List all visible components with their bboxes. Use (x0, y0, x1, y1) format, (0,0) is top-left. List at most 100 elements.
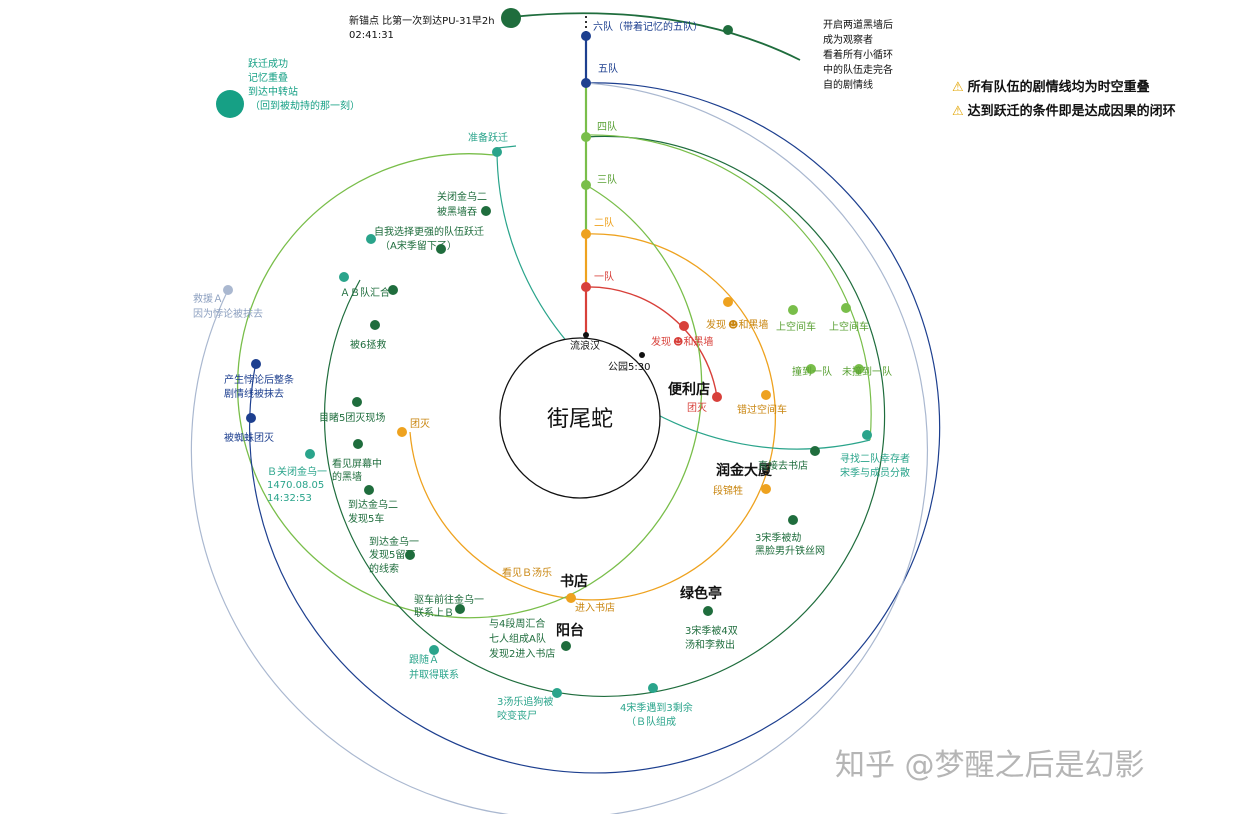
ring-6-arc (510, 12, 801, 61)
event-node (723, 297, 733, 307)
observer-label: 开启两道黑墙后成为观察者看着所有小循环中的队伍走完各自的剧情线 (823, 18, 893, 91)
event-node (364, 485, 374, 495)
event-label: 到达金乌二发现5车 (348, 498, 398, 525)
time-node (639, 352, 645, 358)
place-bookstore: 书店 (560, 573, 588, 590)
event-label: 关闭金乌二被黑墙吞 (437, 190, 487, 218)
team-label-4: 四队 (597, 120, 617, 133)
event-label: 寻找二队幸存者宋季与成员分散 (840, 452, 910, 479)
event-label: 直接去书店 (758, 459, 808, 472)
event-node (788, 305, 798, 315)
place-convenience: 便利店 (668, 381, 710, 398)
event-node (405, 550, 415, 560)
event-label: 3宋季被劫黑脸男升铁丝网 (755, 531, 825, 557)
event-node (366, 234, 376, 244)
new-anchor-node (501, 8, 521, 28)
event-node (806, 364, 816, 374)
note-text: 所有队伍的剧情线均为时空重叠 (967, 80, 1150, 95)
event-label: 跟随Ａ并取得联系 (409, 653, 459, 681)
note-2: ⚠达到跃迁的条件即是达成因果的闭环 (952, 100, 1176, 119)
event-node (251, 359, 261, 369)
event-node (436, 244, 446, 254)
place-runjin: 润金大厦 (716, 462, 773, 479)
event-node (561, 641, 571, 651)
event-node (370, 320, 380, 330)
event-label: 驱车前往金乌一联系上Ｂ (414, 593, 484, 619)
event-label: 未撞到一队 (842, 365, 892, 378)
ring-5-arc (249, 82, 941, 774)
event-label: 3汤乐追狗被咬变丧尸 (497, 695, 553, 722)
event-label: 团灭 (410, 418, 430, 430)
event-node (841, 303, 851, 313)
person-icon: ☻ (728, 319, 738, 331)
ring-2-arc (409, 233, 777, 601)
ring-4-arc (585, 134, 872, 441)
event-label: 产生悖论后整条剧情线被抹去 (224, 373, 294, 400)
warning-icon: ⚠ (952, 104, 964, 119)
person-icon: ☻ (673, 336, 683, 348)
ring-3-arc (237, 153, 703, 619)
event-node (810, 446, 820, 456)
team-node-4 (581, 132, 591, 142)
event-node (481, 206, 491, 216)
event-node (761, 484, 771, 494)
event-label: 救援Ａ因为悖论被抹去 (193, 292, 263, 320)
team-node-2 (581, 229, 591, 239)
event-label: 被蜘蛛团灭 (224, 431, 274, 444)
ring-1-arc (585, 286, 718, 398)
event-label: 4宋季遇到3剩余（Ｂ队组成 (620, 701, 693, 728)
event-node (862, 430, 872, 440)
event-label: 与4段周汇合七人组成A队发现2进入书店 (489, 617, 555, 660)
event-label: 3宋季被4双汤和李救出 (685, 624, 738, 651)
team-label-3: 三队 (597, 173, 617, 186)
note-1: ⚠所有队伍的剧情线均为时空重叠 (952, 76, 1150, 95)
team-node-6 (581, 31, 591, 41)
time-label: 公园5:30 (608, 361, 650, 373)
event-label: 被6拯救 (350, 338, 386, 351)
center-circle (499, 337, 661, 499)
event-node (353, 439, 363, 449)
team-label-2: 二队 (594, 216, 614, 229)
event-node (246, 413, 256, 423)
event-node (388, 285, 398, 295)
event-node (679, 321, 689, 331)
place-balcony: 阳台 (556, 622, 584, 639)
event-label: 撞到一队 (792, 365, 832, 378)
event-label: 看见屏幕中的黑墙 (332, 457, 382, 483)
event-node (429, 645, 439, 655)
start-label: 流浪汉 (570, 339, 600, 352)
event-label: 目睹5团灭现场 (319, 411, 385, 424)
event-label: 准备跃迁 (468, 131, 508, 144)
place-greenpavilion: 绿色亭 (680, 585, 722, 602)
event-node (339, 272, 349, 282)
observer-node (723, 25, 733, 35)
event-node (492, 147, 502, 157)
event-node (352, 397, 362, 407)
team-node-1 (581, 282, 591, 292)
event-node (455, 604, 465, 614)
event-node (397, 427, 407, 437)
event-node (552, 688, 562, 698)
team-label-1: 一队 (594, 270, 614, 283)
warning-icon: ⚠ (952, 80, 964, 95)
jump-success-node (216, 90, 244, 118)
event-label: 上空间车 (829, 320, 869, 333)
event-label: 错过空间车 (737, 403, 787, 416)
event-node (703, 606, 713, 616)
event-node (761, 390, 771, 400)
note-text: 达到跃迁的条件即是达成因果的闭环 (967, 104, 1176, 119)
event-node (788, 515, 798, 525)
event-label: 到达金乌一发现5留下的线索 (369, 535, 419, 575)
event-node (223, 285, 233, 295)
jump-success-label: 跃迁成功记忆重叠到达中转站（回到被劫持的那一刻） (248, 58, 360, 112)
team-node-3 (581, 180, 591, 190)
event-node (566, 593, 576, 603)
event-node (854, 364, 864, 374)
ring-5b-arc (190, 82, 928, 814)
event-node (305, 449, 315, 459)
team-node-5 (581, 78, 591, 88)
center-title: 街尾蛇 (547, 407, 613, 432)
